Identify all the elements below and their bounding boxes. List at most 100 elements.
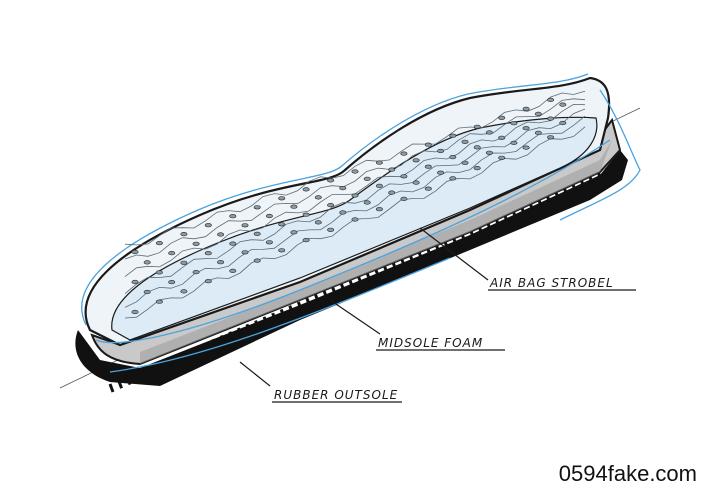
air-dimple (241, 223, 249, 228)
callout-air-bag: AIR BAG STROBEL (419, 227, 636, 291)
air-dimple (388, 190, 396, 195)
rubber-outsole (75, 150, 629, 393)
air-dimple (143, 260, 151, 265)
air-dimple (498, 155, 506, 160)
tread-lug (288, 305, 295, 315)
air-dimple (375, 207, 383, 212)
air-dimple (449, 155, 457, 160)
callout-midsole: MIDSOLE FOAM (329, 299, 505, 351)
tread-lug (271, 312, 278, 322)
air-dimple (412, 158, 420, 163)
air-dimple (217, 232, 225, 237)
air-dimple (253, 205, 261, 210)
air-dimple (290, 230, 298, 235)
air-dimple (253, 258, 261, 263)
air-dimple (168, 280, 176, 285)
air-dimple (143, 289, 151, 295)
air-dimple (424, 142, 432, 147)
air-dimple (522, 126, 530, 131)
air-dimple (204, 279, 212, 284)
air-dimple (229, 214, 237, 219)
tread-lug (613, 163, 620, 173)
tread-lug (219, 334, 226, 345)
air-dimple (559, 120, 567, 126)
tread-lug (331, 286, 337, 296)
air-dimple (412, 180, 420, 185)
air-dimple (400, 151, 408, 156)
air-dimple (131, 309, 139, 315)
air-dimple (339, 210, 347, 215)
air-dimple (485, 150, 493, 155)
tread-lug (296, 301, 303, 311)
air-dimple (339, 186, 347, 191)
label-midsole-foam: MIDSOLE FOAM (378, 336, 483, 350)
air-dimple (547, 116, 555, 121)
air-dimple (180, 260, 188, 265)
air-dimple (327, 227, 335, 232)
air-dimple (461, 139, 469, 144)
air-dimple (424, 164, 432, 169)
callout-outsole: RUBBER OUTSOLE (239, 361, 402, 403)
air-dimple (180, 289, 188, 294)
air-dimple (534, 130, 542, 135)
air-bag-strobel (111, 90, 598, 341)
air-dimple (375, 183, 383, 188)
air-dimple (473, 145, 481, 150)
air-dimple (461, 160, 469, 165)
air-dimple (314, 220, 322, 225)
air-dimple (265, 240, 273, 245)
air-dimple (204, 223, 212, 228)
air-dimple (363, 200, 371, 205)
air-dimple (547, 97, 555, 102)
tread-lug (108, 383, 115, 393)
air-dimple (302, 187, 310, 192)
air-dimple (253, 231, 261, 236)
tread-lug (117, 379, 123, 389)
air-dimple (510, 140, 518, 145)
tread-lug (339, 282, 346, 292)
quilt-line (124, 108, 586, 294)
tread-lug (245, 323, 252, 333)
air-dimple (155, 270, 163, 275)
tread-lug (168, 357, 175, 367)
tread-lug (134, 372, 141, 382)
tread-lug (605, 167, 611, 177)
air-dimple (522, 106, 530, 111)
air-dimple (204, 251, 212, 256)
air-dimple (351, 169, 359, 174)
air-dimple (192, 270, 200, 275)
air-dimple (473, 124, 481, 129)
tread-lug (142, 368, 149, 378)
air-dimple (278, 196, 286, 201)
air-dimple (400, 196, 408, 201)
label-rubber-outsole: RUBBER OUTSOLE (274, 388, 398, 402)
tread-lug (279, 308, 286, 318)
tread-lug (125, 376, 132, 386)
air-dimple (168, 251, 176, 256)
air-dimple (559, 102, 567, 107)
air-dimple (424, 186, 432, 191)
air-dimple (265, 213, 273, 219)
air-dimple (155, 299, 163, 304)
air-dimple (437, 148, 445, 154)
air-dimple (363, 176, 371, 181)
air-dimple (131, 249, 139, 255)
air-dimple (180, 232, 188, 237)
air-dimple (302, 238, 310, 243)
air-dimple (351, 193, 359, 198)
tread-lug (185, 349, 192, 359)
label-air-bag-strobel: AIR BAG STROBEL (489, 276, 614, 290)
air-dimple (375, 160, 383, 165)
air-dimple (534, 111, 542, 116)
air-dimple (522, 145, 530, 150)
air-dimple (290, 204, 298, 209)
tread-lug (211, 338, 218, 348)
sketch-blue-strokes (81, 73, 641, 373)
air-dimple (327, 178, 335, 183)
air-dimple (351, 217, 359, 222)
air-dimple (498, 135, 506, 140)
air-dimple (449, 176, 457, 181)
air-dimple (485, 130, 493, 135)
air-dimple (388, 167, 396, 172)
